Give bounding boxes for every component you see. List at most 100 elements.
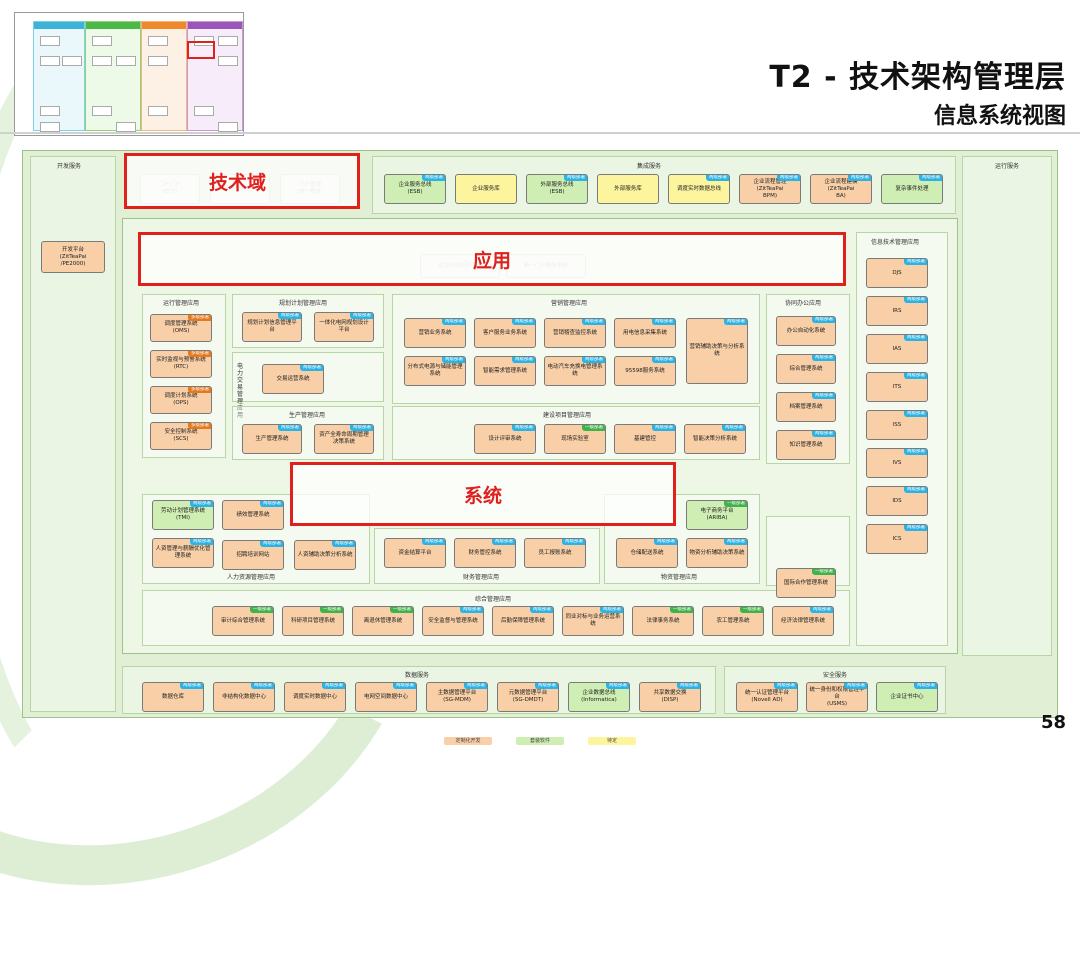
ops-mgmt-item-1[interactable]: 实时监视与预警系统 (RTC)多级部署 xyxy=(150,350,212,378)
marketing-item-6[interactable]: 智能需求管理系统两级部署 xyxy=(474,356,536,386)
integration-service-4-label: 调度实时数据总线 xyxy=(676,185,721,192)
data-service-5[interactable]: 元数据管理平台 (SG-DMDT)两级部署 xyxy=(497,682,559,712)
data-service-0[interactable]: 数据仓库两级部署 xyxy=(142,682,204,712)
material-item-2[interactable]: 物资分析辅助决策系统两级部署 xyxy=(686,538,748,568)
integration-service-2[interactable]: 外部服务总线 (ESB)两级部署 xyxy=(526,174,588,204)
integration-service-2-deploy-tag: 两级部署 xyxy=(564,175,587,181)
data-service-4-label: 主数据管理平台 (SG-MDM) xyxy=(437,690,477,703)
general-item-6[interactable]: 法律事务系统一级部署 xyxy=(632,606,694,636)
it-mgmt-item-6-deploy-tag: 两级部署 xyxy=(904,487,927,493)
data-service-1-label: 非结构化数据中心 xyxy=(221,693,266,700)
marketing-item-5[interactable]: 分布式电源与储能管理系统两级部署 xyxy=(404,356,466,386)
plan-mgmt-item-0[interactable]: 规划计划信息管理平台两级部署 xyxy=(242,312,302,342)
finance-item-1[interactable]: 财务管控系统两级部署 xyxy=(454,538,516,568)
integration-service-0[interactable]: 企业服务总线 (ESB)两级部署 xyxy=(384,174,446,204)
production-item-1[interactable]: 资产全寿命周期管理决策系统两级部署 xyxy=(314,424,374,454)
collab-office-item-1[interactable]: 综合管理系统两级部署 xyxy=(776,354,836,384)
hr-item-2[interactable]: 人资管理与薪酬优化管理系统两级部署 xyxy=(152,538,214,568)
security-service-2-deploy-tag: 两级部署 xyxy=(914,683,937,689)
it-mgmt-item-0-label: DJS xyxy=(892,269,902,276)
marketing-item-7[interactable]: 电动汽车充换电管理系统两级部署 xyxy=(544,356,606,386)
general-item-2[interactable]: 离退休管理系统一级部署 xyxy=(352,606,414,636)
security-service-2[interactable]: 企业证书中心 两级部署 xyxy=(876,682,938,712)
collab-office-item-0[interactable]: 办公自动化系统两级部署 xyxy=(776,316,836,346)
ops-mgmt-item-0[interactable]: 调度管理系统 (OMS)多级部署 xyxy=(150,314,212,342)
marketing-item-3[interactable]: 用电信息采集系统两级部署 xyxy=(614,318,676,348)
general-item-0[interactable]: 审计综合管理系统一级部署 xyxy=(212,606,274,636)
plan-mgmt-item-1[interactable]: 一体化电网规划设计平台两级部署 xyxy=(314,312,374,342)
highlight-application-text: 应用 xyxy=(472,249,511,272)
material-item-2-label: 物资分析辅助决策系统 xyxy=(689,549,745,556)
marketing-item-0[interactable]: 营销业务系统两级部署 xyxy=(404,318,466,348)
data-service-1[interactable]: 非结构化数据中心两级部署 xyxy=(213,682,275,712)
data-service-4[interactable]: 主数据管理平台 (SG-MDM)两级部署 xyxy=(426,682,488,712)
general-item-5[interactable]: 同业对标与业务运营系统两级部署 xyxy=(562,606,624,636)
data-service-6[interactable]: 企业数据总线 (Informatica)两级部署 xyxy=(568,682,630,712)
general-item-8[interactable]: 经济法律管理系统两级部署 xyxy=(772,606,834,636)
marketing-item-2[interactable]: 营销稽查监控系统两级部署 xyxy=(544,318,606,348)
material-item-1-deploy-tag: 两级部署 xyxy=(654,539,677,545)
integration-service-5-label: 企业流程管理 (ZitTeaPai BPM) xyxy=(753,178,787,199)
collab-office-item-3[interactable]: 知识管理系统两级部署 xyxy=(776,430,836,460)
marketing-item-1[interactable]: 客户服务业务系统两级部署 xyxy=(474,318,536,348)
dev-platform-box[interactable]: 开发平台 (ZitTeaPai /PE2000) xyxy=(41,241,105,273)
hr-item-0[interactable]: 劳动计划管理系统 (TMI)两级部署 xyxy=(152,500,214,530)
collab-office-item-2[interactable]: 档案管理系统两级部署 xyxy=(776,392,836,422)
data-service-7-label: 共享数据交换 (DISP) xyxy=(653,690,687,703)
construction-item-2[interactable]: 基建管控两级部署 xyxy=(614,424,676,454)
material-item-3[interactable]: 国际合作管理系统一级部署 xyxy=(776,568,836,598)
marketing-item-4[interactable]: 营销辅助决策与分析系统两级部署 xyxy=(686,318,748,384)
material-item-0-label: 电子商务平台 (ARIBA) xyxy=(700,508,734,521)
ops-mgmt-item-3-deploy-tag: 多级部署 xyxy=(188,423,211,429)
security-service-1[interactable]: 统一身份和权限管理平台 (USMS)两级部署 xyxy=(806,682,868,712)
integration-service-7[interactable]: 复杂事件处理两级部署 xyxy=(881,174,943,204)
it-mgmt-item-4-deploy-tag: 两级部署 xyxy=(904,411,927,417)
general-item-2-deploy-tag: 一级部署 xyxy=(390,607,413,613)
integration-service-1[interactable]: 企业服务库 xyxy=(455,174,517,204)
security-service-0[interactable]: 统一认证管理平台 (Novell AD)两级部署 xyxy=(736,682,798,712)
marketing-item-5-label: 分布式电源与储能管理系统 xyxy=(407,364,463,377)
finance-item-0[interactable]: 资金结算平台两级部署 xyxy=(384,538,446,568)
production-item-0[interactable]: 生产管理系统两级部署 xyxy=(242,424,302,454)
construction-item-1[interactable]: 现场实验室一级部署 xyxy=(544,424,606,454)
construction-item-3[interactable]: 智能决策分析系统两级部署 xyxy=(684,424,746,454)
general-item-5-label: 同业对标与业务运营系统 xyxy=(565,614,621,627)
integration-service-4[interactable]: 调度实时数据总线两级部署 xyxy=(668,174,730,204)
general-item-4[interactable]: 后勤保障管理系统两级部署 xyxy=(492,606,554,636)
construction-item-0[interactable]: 设计评审系统两级部署 xyxy=(474,424,536,454)
data-service-5-deploy-tag: 两级部署 xyxy=(535,683,558,689)
general-item-3[interactable]: 安全监督与管理系统两级部署 xyxy=(422,606,484,636)
ops-mgmt-item-2[interactable]: 调度计划系统 (OPS)多级部署 xyxy=(150,386,212,414)
hr-item-1[interactable]: 绩效管理系统两级部署 xyxy=(222,500,284,530)
general-item-1-label: 科研项目管理系统 xyxy=(290,617,335,624)
market-item-0[interactable]: 交易运营系统两级部署 xyxy=(262,364,324,394)
marketing-item-8[interactable]: 95598服务系统两级部署 xyxy=(614,356,676,386)
hr-item-3[interactable]: 招聘培训网站两级部署 xyxy=(222,540,284,570)
general-item-1[interactable]: 科研项目管理系统一级部署 xyxy=(282,606,344,636)
hr-item-4[interactable]: 人资辅助决策分析系统两级部署 xyxy=(294,540,356,570)
material-item-1[interactable]: 仓储配送系统两级部署 xyxy=(616,538,678,568)
it-mgmt-item-2-deploy-tag: 两级部署 xyxy=(904,335,927,341)
collab-office-item-3-deploy-tag: 两级部署 xyxy=(812,431,835,437)
security-service-2-label: 企业证书中心 xyxy=(890,693,924,700)
integration-service-3[interactable]: 外部服务库 xyxy=(597,174,659,204)
material-item-0[interactable]: 电子商务平台 (ARIBA)一级部署 xyxy=(686,500,748,530)
integration-service-6[interactable]: 企业流程建模 (ZitTeaPai BA)两级部署 xyxy=(810,174,872,204)
ops-mgmt-item-1-label: 实时监视与预警系统 (RTC) xyxy=(156,357,206,370)
data-service-7[interactable]: 共享数据交换 (DISP)两级部署 xyxy=(639,682,701,712)
data-service-2[interactable]: 调度实时数据中心两级部署 xyxy=(284,682,346,712)
integration-service-5[interactable]: 企业流程管理 (ZitTeaPai BPM)两级部署 xyxy=(739,174,801,204)
general-item-7[interactable]: 农工管理系统一级部署 xyxy=(702,606,764,636)
finance-item-2[interactable]: 员工报账系统两级部署 xyxy=(524,538,586,568)
data-service-3[interactable]: 电网空间数据中心两级部署 xyxy=(355,682,417,712)
integration-service-2-label: 外部服务总线 (ESB) xyxy=(540,182,574,195)
ops-mgmt-item-3[interactable]: 安全控制系统 (SCS)多级部署 xyxy=(150,422,212,450)
